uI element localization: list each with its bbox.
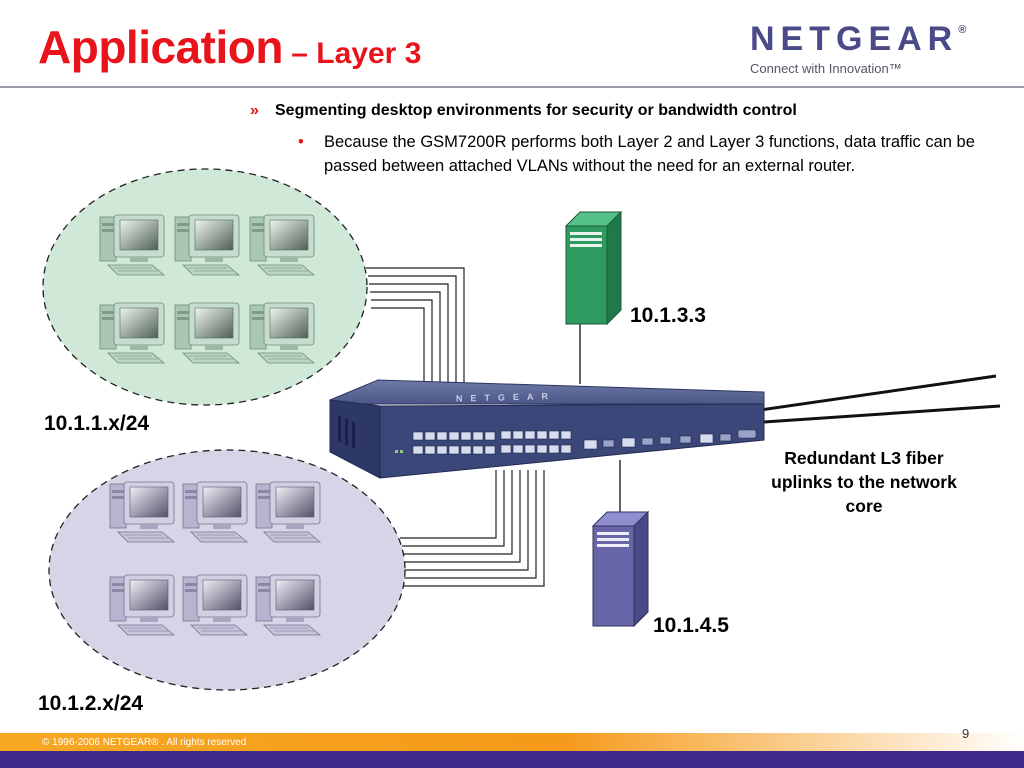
bullet-marker-dot: •: [298, 133, 304, 151]
server-top-label: 10.1.3.3: [630, 304, 706, 327]
bullet-level2-text: Because the GSM7200R performs both Layer…: [324, 133, 975, 175]
fiber-uplinks-label: Redundant L3 fiber uplinks to the networ…: [771, 448, 957, 516]
logo-tagline: Connect with Innovation™: [750, 61, 902, 76]
subnet-top-label: 10.1.1.x/24: [44, 412, 150, 435]
fiber-uplink-1: [759, 374, 997, 412]
cables-subnet-bottom: [400, 470, 545, 587]
switch-icon: NETGEAR: [329, 379, 765, 479]
title-main: Application: [38, 21, 283, 73]
footer-orange-band: [0, 733, 1024, 751]
title-sub: – Layer 3: [282, 37, 422, 70]
netgear-logo: NETGEAR® Connect with Innovation™: [750, 20, 980, 76]
page-number: 9: [962, 726, 970, 741]
title-divider: [0, 86, 1024, 88]
bullet-level1-text: Segmenting desktop environments for secu…: [275, 102, 797, 119]
bullet-marker-chevron: »: [250, 102, 259, 119]
switch-brand-text: NETGEAR: [456, 391, 556, 404]
footer-purple-band: [0, 751, 1024, 768]
server-bottom-label: 10.1.4.5: [653, 614, 729, 637]
server-bottom-icon: [591, 510, 650, 628]
subnet-bottom-label: 10.1.2.x/24: [38, 692, 144, 715]
subnet-top-ellipse: [42, 168, 368, 406]
fiber-uplink-2: [763, 404, 1001, 424]
server-top-icon: [564, 210, 623, 326]
cables-subnet-top: [366, 267, 465, 392]
logo-brand: NETGEAR®: [750, 20, 967, 58]
bullet-level1: » Segmenting desktop environments for sec…: [250, 102, 797, 120]
slide-title: Application – Layer 3: [38, 20, 421, 74]
copyright-text: © 1996-2006 NETGEAR® . All rights reserv…: [42, 737, 247, 748]
